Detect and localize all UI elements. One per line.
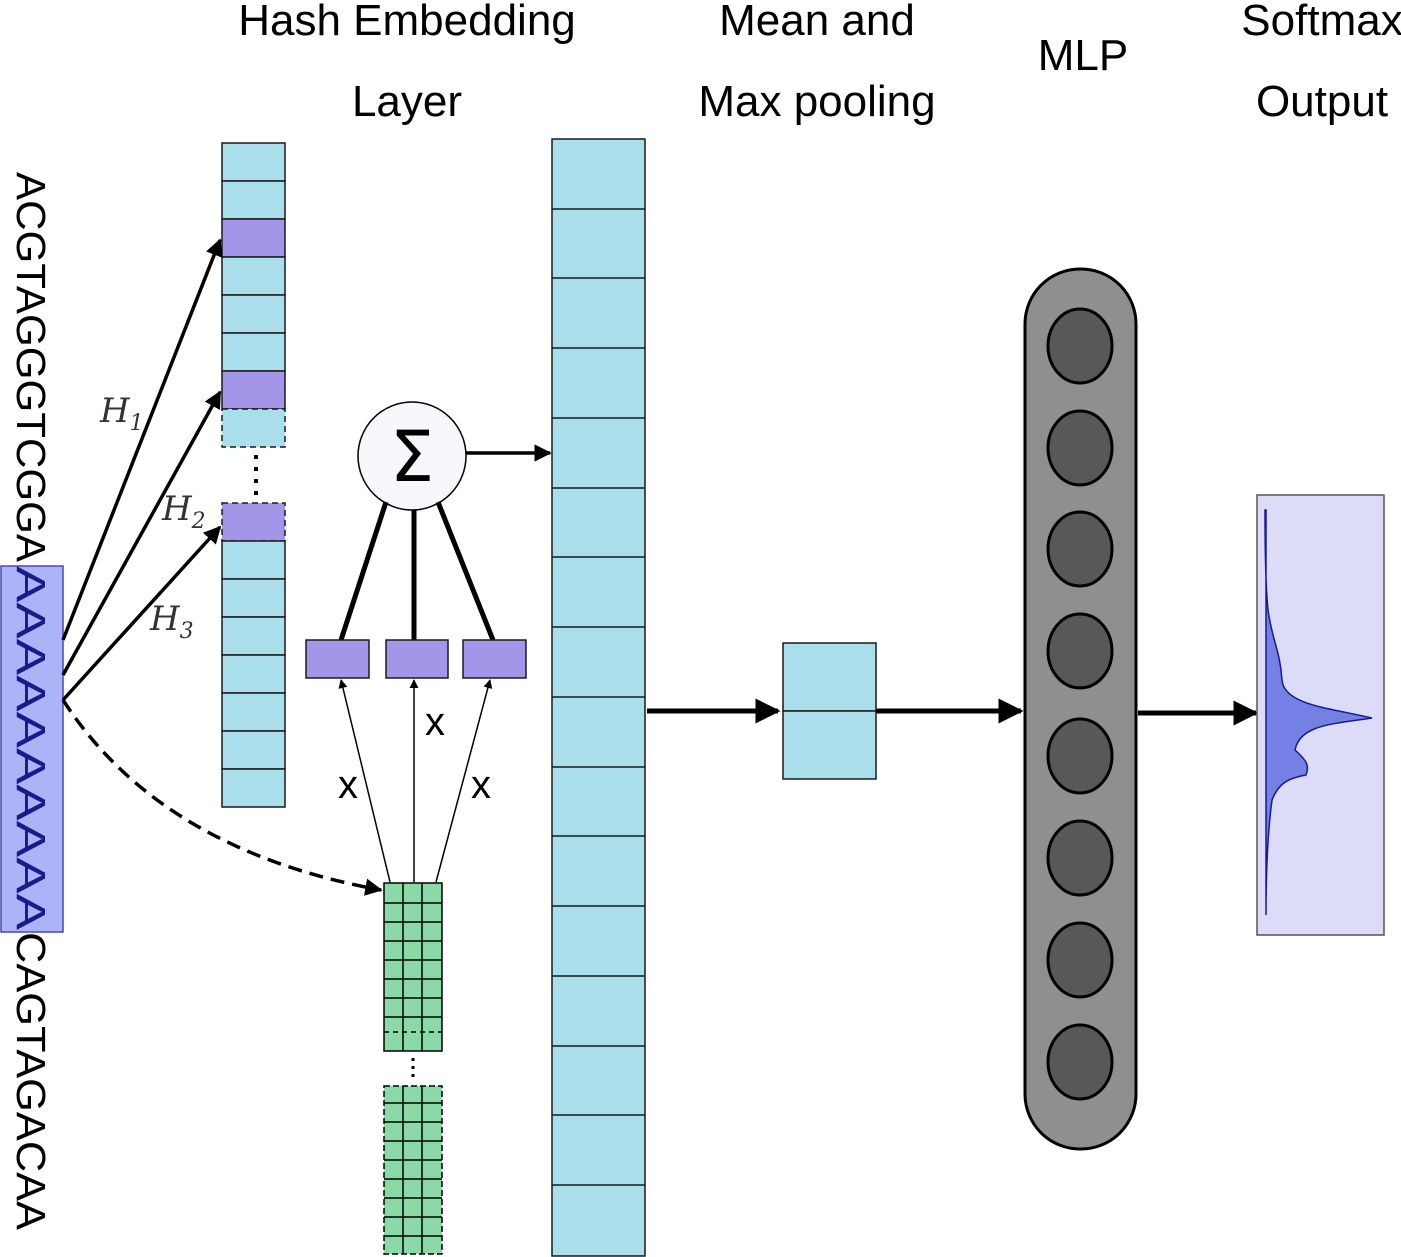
importance-grid [383, 882, 443, 1052]
hashed-embedding-cell [221, 502, 286, 542]
hash-label-h1: H1 [99, 391, 144, 436]
mlp-neuron [1046, 612, 1114, 690]
hashed-embedding-cell [221, 370, 286, 410]
embedding-cell [221, 332, 286, 372]
sum-input-line [338, 501, 389, 641]
header-hash-line1: Hash Embedding [238, 0, 576, 45]
mlp-neuron [1046, 717, 1114, 795]
multiply-left: x [338, 763, 358, 807]
multiply-right: x [471, 763, 491, 807]
embedding-cell [221, 730, 286, 770]
sequence-kmer: AAAAAAAAAA [8, 566, 54, 931]
importance-arrow [61, 699, 383, 896]
sum-input-lines [338, 501, 496, 641]
header-pool-line1: Mean and [719, 0, 915, 45]
importance-grid-top [383, 882, 443, 1052]
mlp-neuron [1046, 510, 1114, 588]
mlp-neuron [1046, 409, 1114, 487]
embedding-cell [221, 540, 286, 580]
softmax-output [1256, 494, 1385, 936]
hash-arrow-h1 [61, 238, 223, 641]
hash-arrow-h3 [61, 525, 222, 702]
embedding-cell [221, 654, 286, 694]
header-pool-line2: Max pooling [698, 77, 935, 126]
header-hash-line2: Layer [352, 77, 462, 126]
weighted-components [305, 639, 527, 679]
softmax-distribution [1264, 509, 1373, 916]
dna-sequence: ACGTAGGGTCGGA AAAAAAAAAA CAGTAGACAA [0, 172, 64, 1231]
header-softmax-line2: Output [1256, 77, 1388, 126]
embedding-cell [221, 142, 286, 182]
importance-grid-bottom [383, 1085, 443, 1255]
sequence-prefix: ACGTAGGGTCGGA [8, 172, 54, 563]
importance-grid [383, 1085, 443, 1255]
mlp-body [1023, 267, 1138, 1151]
max-pool-cell [782, 710, 877, 780]
embedding-cell [221, 692, 286, 732]
embedding-cell [221, 768, 286, 808]
header-softmax-line1: Softmax [1241, 0, 1401, 45]
hash-arrows [61, 238, 383, 896]
multiply-middle: x [425, 700, 445, 744]
hash-labels: H1 H2 H3 [99, 391, 206, 644]
mean-pool-cell [782, 642, 877, 712]
mlp-neuron [1046, 307, 1114, 385]
sum-symbol: Σ [390, 416, 434, 498]
hash-embedding-table [221, 142, 286, 808]
weight-arrow [338, 679, 391, 883]
hash-label-h2: H2 [161, 489, 206, 534]
importance-weight-arrows [338, 679, 493, 883]
mlp-neuron [1046, 1023, 1114, 1101]
pooling-output [782, 642, 877, 780]
mlp-neuron [1046, 921, 1114, 999]
column-headers: Hash Embedding Layer Mean and Max poolin… [238, 0, 1401, 126]
weight-arrow [435, 679, 493, 883]
mlp-neuron [1046, 819, 1114, 897]
mlp-block [1023, 267, 1138, 1151]
header-mlp: MLP [1038, 31, 1128, 80]
sequence-suffix: CAGTAGACAA [8, 932, 54, 1231]
sum-node: Σ [357, 401, 467, 511]
weighted-component-3 [462, 639, 527, 679]
kmer-highlight-box [0, 565, 64, 933]
embedding-cell [221, 294, 286, 334]
embedding-cell [221, 408, 286, 448]
sum-input-line [435, 501, 496, 641]
hashed-embedding-cell [221, 218, 286, 258]
embedding-cell [221, 256, 286, 296]
hash-arrow-h2 [61, 390, 222, 676]
sequence-embedding-column [551, 138, 646, 1257]
embedding-cell [221, 180, 286, 220]
flow-arrows [647, 698, 1259, 726]
weighted-component-1 [305, 639, 370, 679]
weighted-component-2 [385, 639, 449, 679]
embedding-cell [221, 578, 286, 618]
embedding-cell [221, 616, 286, 656]
hash-label-h3: H3 [149, 599, 194, 644]
